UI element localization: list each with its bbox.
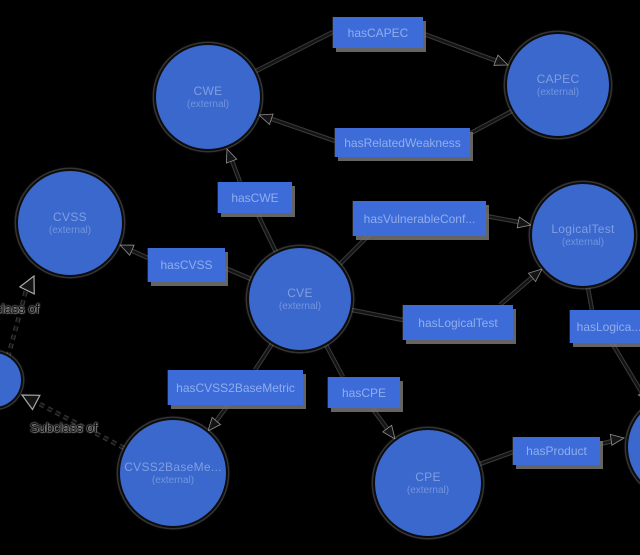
node-subtitle: (external) <box>186 98 230 110</box>
edge-label-hasCAPEC[interactable]: hasCAPEC <box>333 17 423 48</box>
node-title: CPE <box>415 469 441 484</box>
node-subtitle: (external) <box>151 474 195 486</box>
edge-label-hasCVSS2BaseMetric[interactable]: hasCVSS2BaseMetric <box>168 370 303 405</box>
arrowhead-icon <box>609 433 626 446</box>
arrowhead-icon <box>382 424 396 440</box>
node-subtitle: (external) <box>278 300 322 312</box>
edge-label-text: hasCVSS <box>160 258 213 272</box>
edge-label-hasVulnerableConf[interactable]: hasVulnerableConf... <box>353 201 486 236</box>
edge-label-text: hasProduct <box>526 444 587 458</box>
edge-label-hasCPE[interactable]: hasCPE <box>328 377 400 408</box>
node-cvss[interactable]: CVSS(external) <box>16 169 124 277</box>
edge-label-hasLogicalTest2[interactable]: hasLogica... <box>570 310 640 343</box>
node-title: CVSS2BaseMe... <box>124 459 222 474</box>
edge-cve-hasvulnerableconf-logicaltest <box>338 213 533 266</box>
node-title: CAPEC <box>536 71 580 86</box>
edge-capec-hasrelatedweakness-cwe <box>258 109 514 144</box>
node-title: CWE <box>193 83 223 98</box>
node-cwe[interactable]: CWE(external) <box>154 43 262 151</box>
arrowhead-icon <box>258 113 274 126</box>
edge-label-text: hasRelatedWeakness <box>344 135 461 150</box>
edge-cve-hascpe-cpe <box>324 343 396 440</box>
node-subtitle: (external) <box>561 236 605 248</box>
edge-label-text: hasCAPEC <box>347 25 409 40</box>
edge-cpe-hasproduct-right <box>479 433 626 467</box>
subclass-arrowhead-icon <box>18 274 35 295</box>
arrowhead-icon <box>207 416 222 432</box>
node-cpe[interactable]: CPE(external) <box>373 428 483 538</box>
edge-label-text: hasCVSS2BaseMetric <box>176 380 295 395</box>
subclass-of-1[interactable]: Subclass of <box>0 301 40 316</box>
edge-label-hasCWE[interactable]: hasCWE <box>218 182 292 213</box>
edge-cve-hascvss2basemetric <box>207 342 274 432</box>
edge-label-text: hasCPE <box>341 385 387 400</box>
edge-subclass-left-to-cvss <box>5 274 35 358</box>
node-title: LogicalTest <box>551 221 615 236</box>
edge-cve-hascwe-cwe <box>225 148 279 253</box>
node-subtitle: (external) <box>406 484 450 496</box>
edge-label-hasLogicalTest[interactable]: hasLogicalTest <box>403 305 513 340</box>
node-title: CVSS <box>53 209 87 224</box>
node-logicaltest[interactable]: LogicalTest(external) <box>530 182 636 288</box>
node-cve[interactable]: CVE(external) <box>247 246 353 352</box>
arrowhead-icon <box>225 148 238 164</box>
edge-label-text: hasLogica... <box>576 319 640 334</box>
edge-label-text: hasLogicalTest <box>418 315 498 330</box>
arrowhead-icon <box>119 244 135 256</box>
node-subtitle: (external) <box>536 86 580 98</box>
edge-label-text: hasCWE <box>231 190 279 205</box>
subclass-arrowhead-icon <box>20 394 41 411</box>
edge-label-hasProduct[interactable]: hasProduct <box>513 437 600 465</box>
arrowhead-icon <box>527 268 543 283</box>
edge-label-hasCVSS[interactable]: hasCVSS <box>148 248 225 282</box>
edge-label-hasRelatedWeakness[interactable]: hasRelatedWeakness <box>335 128 470 157</box>
edge-cve-haslogicaltest-logicaltest <box>351 268 543 323</box>
node-capec[interactable]: CAPEC(external) <box>505 32 611 138</box>
node-cvss2basemetric[interactable]: CVSS2BaseMe...(external) <box>118 418 228 528</box>
arrowhead-icon <box>493 54 509 66</box>
edge-logicaltest-haslogical-right <box>585 287 640 404</box>
subclass-of-2[interactable]: Subclass of <box>30 420 98 435</box>
node-title: CVE <box>287 285 313 300</box>
edge-label-text: hasVulnerableConf... <box>363 211 476 226</box>
node-subtitle: (external) <box>48 224 92 236</box>
edge-cvss2basemetric-subclass-left <box>20 394 126 450</box>
arrowhead-icon <box>516 216 533 229</box>
edge-cwe-hascapec-capec <box>254 29 509 74</box>
edge-cve-hascvss-cvss <box>119 244 252 282</box>
